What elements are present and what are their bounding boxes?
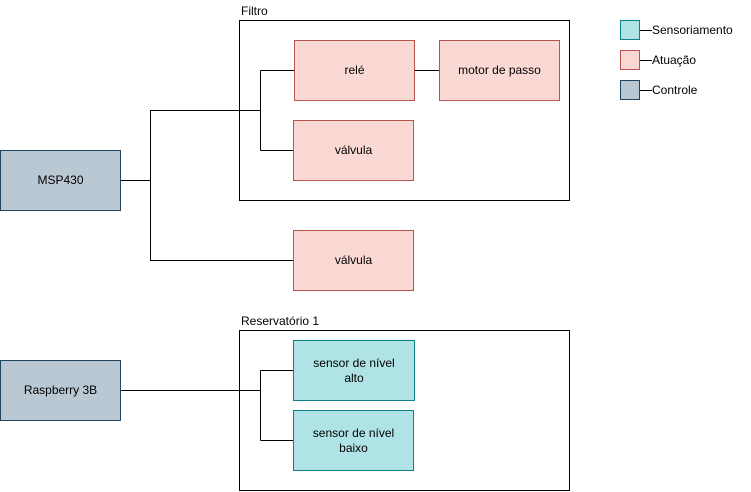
node-msp430[interactable]: MSP430 [0, 150, 121, 211]
legend-swatch-controle [620, 80, 640, 100]
node-sensor-nivel-alto[interactable]: sensor de nível alto [293, 340, 415, 401]
legend-swatch-sensoriamento [620, 20, 640, 40]
group-label-reservatorio: Reservatório 1 [241, 314, 320, 328]
node-sensor-alto-label: sensor de nível alto [313, 355, 395, 385]
node-msp430-label: MSP430 [37, 173, 84, 187]
legend-label-sensoriamento: Sensoriamento [652, 23, 733, 37]
legend-swatch-atuacao [620, 50, 640, 70]
connector-msp430-to-valvula [150, 180, 293, 261]
node-motor-de-passo[interactable]: motor de passo [439, 40, 560, 101]
group-reservatorio [239, 330, 570, 491]
group-filtro [239, 20, 570, 201]
legend-label-atuacao: Atuação [652, 53, 697, 67]
group-label-filtro: Filtro [241, 4, 268, 18]
node-valvula-externa[interactable]: válvula [293, 230, 414, 291]
node-valvula-externa-label: válvula [334, 253, 373, 267]
node-valvula-filtro[interactable]: válvula [293, 120, 414, 181]
legend-label-controle: Controle [652, 83, 698, 97]
node-sensor-baixo-label: sensor de nível baixo [312, 425, 395, 455]
node-rele-label: relé [344, 63, 365, 77]
connector-msp430-to-filtro [150, 110, 261, 181]
node-raspberry-label: Raspberry 3B [23, 383, 98, 397]
node-valvula-filtro-label: válvula [334, 143, 373, 157]
node-motor-label: motor de passo [458, 63, 541, 77]
node-sensor-nivel-baixo[interactable]: sensor de nível baixo [293, 410, 414, 471]
node-rele[interactable]: relé [294, 40, 415, 101]
node-raspberry[interactable]: Raspberry 3B [0, 360, 121, 421]
